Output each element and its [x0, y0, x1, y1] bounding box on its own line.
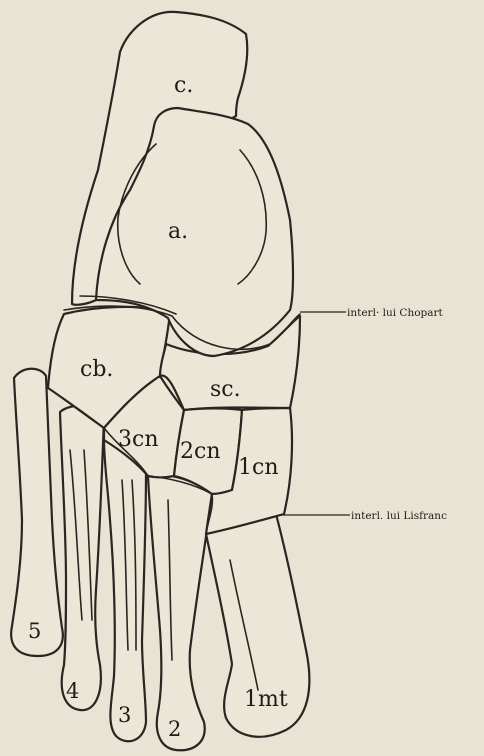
calcaneus-label: c.	[174, 73, 193, 98]
cuneiform-2-label: 2cn	[180, 439, 221, 464]
cuboid-label: cb.	[80, 357, 113, 382]
metatarsal-4-label: 4	[66, 679, 79, 703]
metatarsal-5-label: 5	[28, 619, 41, 643]
metatarsal-2-label: 2	[168, 717, 181, 741]
metatarsal-3-label: 3	[118, 703, 131, 727]
metatarsal-4-bone	[60, 406, 104, 710]
cuneiform-3-label: 3cn	[118, 427, 159, 452]
cuneiform-1-label: 1cn	[238, 455, 279, 480]
navicular-label: sc.	[210, 377, 241, 402]
chopart-callout: interl· lui Chopart	[347, 307, 444, 319]
talus-label: a.	[168, 219, 188, 244]
lisfranc-callout: interl. lui Lisfranc	[351, 510, 447, 522]
metatarsal-1-label: 1mt	[244, 687, 288, 712]
